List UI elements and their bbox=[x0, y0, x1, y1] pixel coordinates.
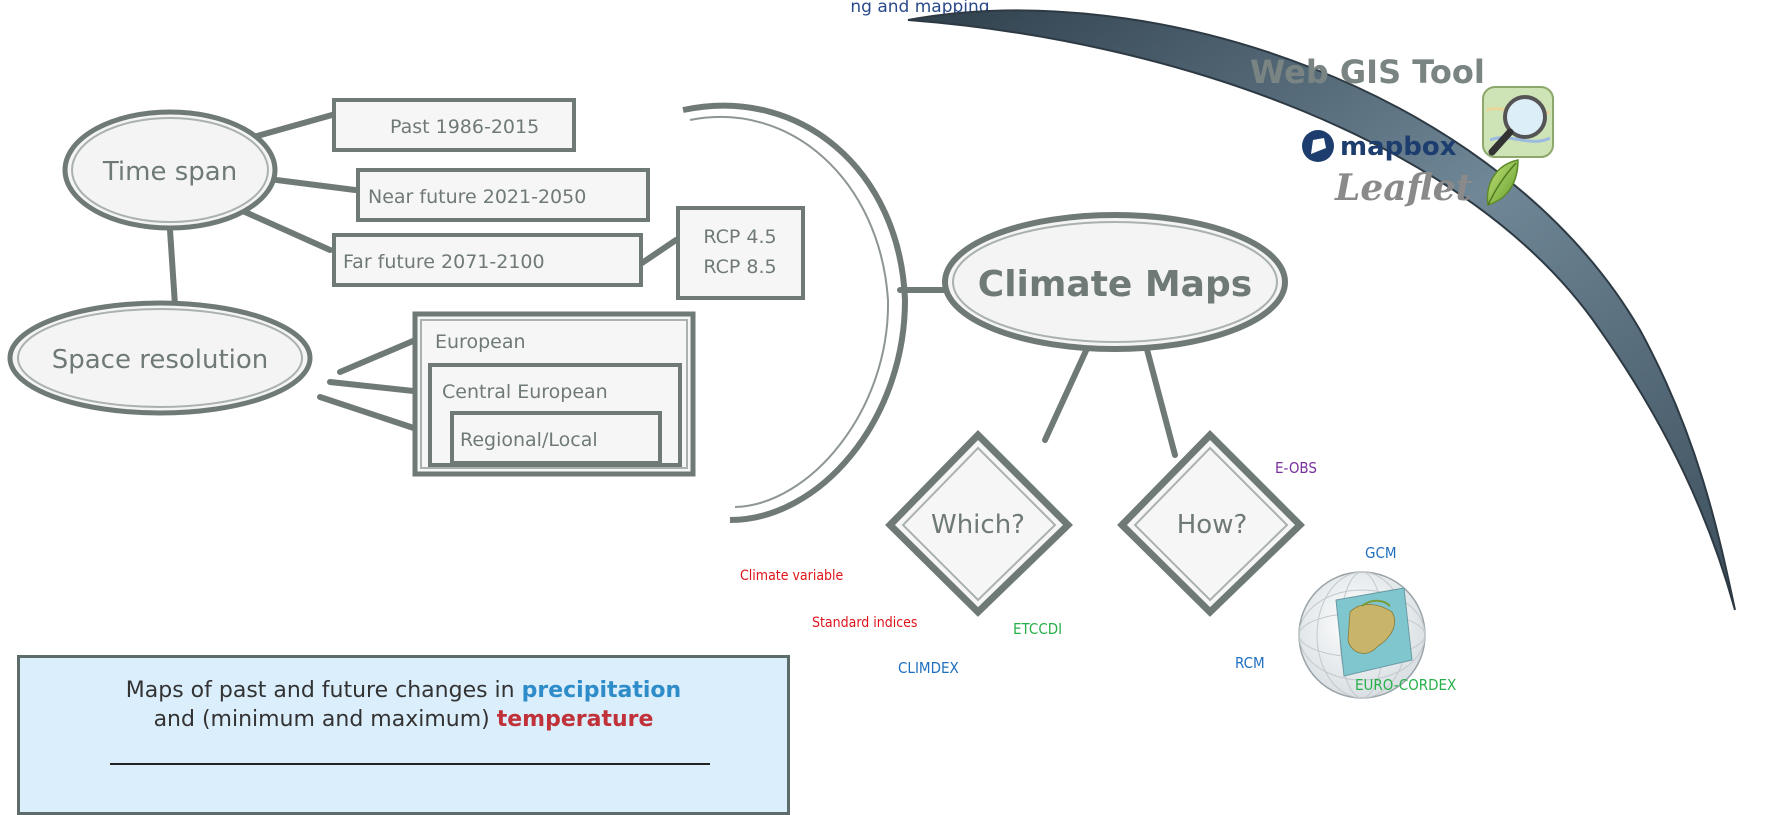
period-far-future: Far future 2071-2100 bbox=[332, 233, 643, 287]
how-item-gcm: GCM bbox=[1365, 544, 1397, 562]
web-gis-arc bbox=[907, 9, 1736, 611]
summary-divider bbox=[110, 763, 710, 765]
how-item-eobs: E-OBS bbox=[1275, 459, 1317, 477]
bracket-curve bbox=[682, 102, 909, 523]
which-item-standard-indices: Standard indices bbox=[812, 615, 918, 631]
euro-cordex-globe-icon bbox=[1298, 571, 1426, 699]
resolution-european-label: European bbox=[435, 331, 526, 353]
summary-precipitation: precipitation bbox=[521, 678, 682, 703]
resolution-regional-local-label: Regional/Local bbox=[460, 429, 598, 451]
summary-temperature: temperature bbox=[496, 707, 654, 732]
how-label: How? bbox=[1177, 510, 1248, 540]
climate-maps-node: Climate Maps bbox=[942, 212, 1288, 352]
mapbox-logo-text: mapbox bbox=[1340, 132, 1457, 162]
rcp-box: RCP 4.5 RCP 8.5 bbox=[676, 206, 805, 300]
leaflet-logo-text: Leaflet bbox=[1334, 167, 1473, 209]
mapbox-logo: mapbox bbox=[1302, 130, 1457, 162]
rcp-45-label: RCP 4.5 bbox=[703, 226, 776, 248]
web-gis-title: Web GIS Tool bbox=[1250, 53, 1485, 91]
which-item-climdex: CLIMDEX bbox=[898, 659, 959, 677]
space-resolution-label: Space resolution bbox=[52, 345, 269, 375]
summary-line-2: and (minimum and maximum) temperature bbox=[153, 707, 654, 732]
how-item-euro-cordex: EURO-CORDEX bbox=[1355, 676, 1456, 694]
period-past: Past 1986-2015 bbox=[332, 98, 576, 152]
map-search-icon bbox=[1482, 86, 1554, 158]
summary-box: Maps of past and future changes in preci… bbox=[17, 655, 790, 815]
period-near-future: Near future 2021-2050 bbox=[356, 168, 650, 222]
which-item-etccdi: ETCCDI bbox=[1013, 620, 1062, 638]
space-resolution-node: Space resolution bbox=[7, 300, 313, 416]
summary-line-1: Maps of past and future changes in preci… bbox=[125, 678, 682, 703]
which-label: Which? bbox=[931, 510, 1025, 540]
resolution-regional-local: Regional/Local bbox=[450, 411, 662, 465]
connector-lines bbox=[167, 112, 1178, 458]
climate-maps-label: Climate Maps bbox=[978, 264, 1252, 305]
period-far-future-label: Far future 2071-2100 bbox=[343, 251, 545, 273]
which-node: Which? bbox=[885, 430, 1073, 617]
period-near-future-label: Near future 2021-2050 bbox=[368, 186, 586, 208]
time-span-node: Time span bbox=[62, 109, 278, 231]
how-node: How? bbox=[1117, 430, 1305, 617]
resolution-central-european-label: Central European bbox=[442, 381, 608, 403]
leaflet-logo: Leaflet bbox=[1334, 159, 1519, 209]
rcp-85-label: RCP 8.5 bbox=[703, 256, 776, 278]
time-span-label: Time span bbox=[102, 157, 237, 187]
how-item-rcm: RCM bbox=[1235, 654, 1265, 672]
which-item-climate-variable: Climate variable bbox=[740, 568, 844, 584]
period-past-label: Past 1986-2015 bbox=[390, 116, 539, 138]
